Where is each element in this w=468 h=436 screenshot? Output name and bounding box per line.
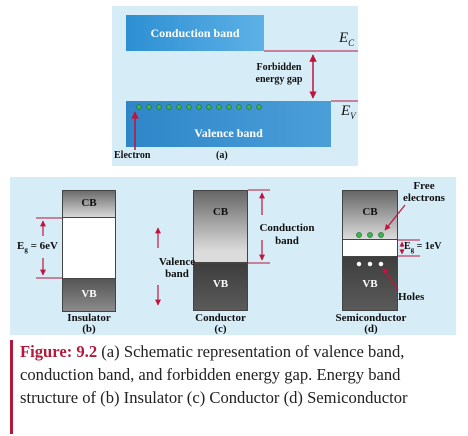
panel-a-sublabel: (a) <box>216 150 228 161</box>
semiconductor-gap-box <box>342 240 398 256</box>
insulator-eg-main: E <box>17 240 25 252</box>
semi-eg-main: E <box>404 241 411 252</box>
conductor-cb-box <box>193 190 248 263</box>
electron-label: Electron <box>114 150 151 161</box>
valence-line1: Valence <box>158 256 196 268</box>
insulator-sublabel: (b) <box>82 323 96 335</box>
semiconductor-cb-box <box>342 190 398 240</box>
figure-number: Figure: 9.2 <box>20 342 98 361</box>
ec-label: EC <box>339 30 354 48</box>
semiconductor-vb-box <box>342 256 398 311</box>
ev-label: EV <box>341 103 356 121</box>
conduction-band: Conduction band <box>126 15 264 51</box>
free-line1: Free <box>413 180 435 192</box>
conductor-sublabel: (c) <box>214 323 227 335</box>
insulator-vb-label: VB <box>81 288 97 300</box>
insulator-eg-label: Eg = 6eV <box>17 240 58 254</box>
figure-caption: Figure: 9.2 (a) Schematic representation… <box>10 340 462 434</box>
conduction-line2: band <box>275 235 299 247</box>
free-electron-dots <box>356 232 384 238</box>
conductor-cb-label: CB <box>212 206 229 218</box>
semiconductor-eg-label: Eg = 1eV <box>404 241 442 254</box>
semi-eg-value: = 1eV <box>414 241 442 252</box>
free-electrons-label: Free electrons <box>396 180 452 204</box>
ec-sub: C <box>348 38 355 48</box>
insulator-cb-label: CB <box>81 197 97 209</box>
insulator-name: Insulator <box>67 312 111 324</box>
insulator-gap-box <box>62 218 116 278</box>
holes-label: Holes <box>398 291 425 303</box>
forbidden-gap-line2: energy gap <box>255 74 303 85</box>
conductor-vb-box <box>193 263 248 311</box>
semiconductor-cb-label: CB <box>362 206 378 218</box>
ev-sub: V <box>350 111 356 121</box>
conductor-vb-label: VB <box>212 278 229 290</box>
ec-main: E <box>339 30 349 46</box>
semiconductor-vb-label: VB <box>362 278 378 290</box>
insulator-eg-sub: g <box>24 246 28 255</box>
free-line2: electrons <box>403 192 445 204</box>
semiconductor-sublabel: (d) <box>364 323 378 335</box>
semi-eg-sub: g <box>410 246 415 254</box>
valence-band-label: Valence band <box>194 126 263 140</box>
conduction-line1: Conduction <box>259 222 315 234</box>
conduction-band-label-c: Conduction band <box>250 222 324 248</box>
valence-line2: band <box>165 268 189 280</box>
insulator-eg-value: = 6eV <box>27 240 58 252</box>
conduction-band-label: Conduction band <box>150 25 240 40</box>
hole-dots <box>356 261 384 267</box>
caption-text: (a) Schematic representation of valence … <box>20 342 408 407</box>
ev-main: E <box>341 103 351 119</box>
conductor-name: Conductor <box>195 312 246 324</box>
insulator-vb-box <box>62 278 116 312</box>
holes-pointer <box>382 267 399 291</box>
forbidden-gap-label: Forbidden energy gap <box>249 62 309 86</box>
valence-electron-dots <box>136 104 262 110</box>
valence-band-label-c: Valence band <box>154 256 200 280</box>
semiconductor-name: Semiconductor <box>335 312 407 324</box>
free-electrons-pointer <box>384 204 406 231</box>
forbidden-gap-line1: Forbidden <box>256 62 302 73</box>
insulator-cb-box <box>62 190 116 218</box>
